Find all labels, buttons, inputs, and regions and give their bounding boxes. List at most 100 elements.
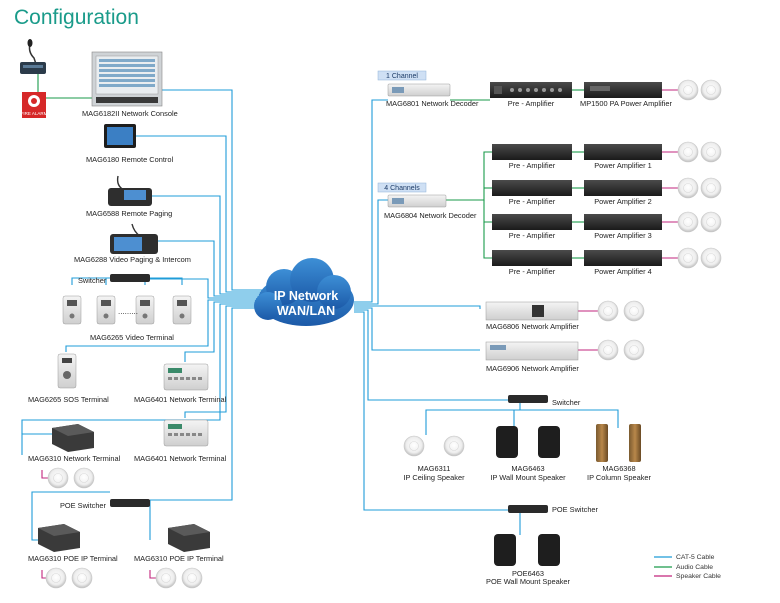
network-decoder-1 [387, 83, 451, 97]
mp1500-power-amplifier [584, 82, 662, 98]
ceiling-speaker-ring [706, 183, 716, 193]
video-paging-station [110, 223, 158, 254]
mp1500-label: MP1500 PA Power Amplifier [580, 99, 672, 108]
ceiling-speaker-ring [706, 217, 716, 227]
ip-network-cloud: IP Network WAN/LAN [254, 258, 354, 326]
network-terminal-a [163, 363, 209, 391]
ceiling-speaker-ring [683, 217, 693, 227]
preamp-label-0: Pre - Amplifier [508, 99, 555, 108]
poe-switcher-label-left: POE Switcher [60, 501, 107, 510]
wall-mount-speakers [496, 426, 560, 458]
ceiling-speaker-ring [629, 306, 639, 316]
console-label: MAG6182II Network Console [82, 109, 178, 118]
fire-alarm-icon: FIRE ALARM [21, 92, 48, 118]
poe-switcher-right [508, 505, 548, 513]
poe-terminal-2 [168, 524, 210, 552]
sos-terminal [57, 353, 77, 389]
ceiling-speaker-icon [700, 79, 722, 101]
ceiling-speaker-ring [79, 473, 89, 483]
ceiling-speaker-icon [443, 435, 465, 457]
ceiling-speaker-icon [155, 567, 177, 589]
preamp-stack [492, 144, 572, 266]
network-decoder-4 [387, 194, 447, 208]
ceiling-speaker-icon [700, 247, 722, 269]
network-console [91, 51, 163, 107]
column-speakers [596, 424, 641, 462]
fire-alarm-text: FIRE ALARM [21, 111, 48, 116]
ceiling-speaker-icon [677, 141, 699, 163]
switcher-right [508, 395, 548, 403]
ceiling-speaker-ring [161, 573, 171, 583]
remote-paging-label: MAG6588 Remote Paging [86, 209, 172, 218]
poe-terminal-2-label: MAG6310 POE IP Terminal [134, 554, 224, 563]
ceiling-speaker-ring [53, 473, 63, 483]
cloud-label-1: IP Network [274, 289, 338, 303]
poe-terminal-1-label: MAG6310 POE IP Terminal [28, 554, 118, 563]
switcher-label-right: Switcher [552, 398, 581, 407]
network-terminal-b [163, 419, 209, 447]
ceiling-speaker-model: MAG6311 [418, 464, 451, 473]
network-terminal-a-label: MAG6401 Network Terminal [134, 395, 227, 404]
ceiling-speaker-icon [597, 300, 619, 322]
gooseneck-microphone [20, 39, 46, 74]
preamp-label-2: Pre - Amplifier [509, 197, 556, 206]
wall-speaker-model: MAG6463 [511, 464, 544, 473]
legend: CAT-5 Cable Audio Cable Speaker Cable [654, 554, 721, 580]
decoder-4-label: MAG6804 Network Decoder [384, 211, 477, 220]
ceiling-speaker-ring [51, 573, 61, 583]
ceiling-speaker-ring [683, 253, 693, 263]
sos-terminal-label: MAG6265 SOS Terminal [28, 395, 109, 404]
remote-control-label: MAG6180 Remote Control [86, 155, 173, 164]
network-amplifier-6906 [485, 341, 579, 361]
ceiling-speaker-ring [629, 345, 639, 355]
ceiling-speaker-ring [603, 345, 613, 355]
ceiling-speaker-ring [449, 441, 459, 451]
column-speaker-name: IP Column Speaker [587, 473, 651, 482]
mag6310-terminal-label: MAG6310 Network Terminal [28, 454, 121, 463]
video-paging-label: MAG6288 Video Paging & Intercom [74, 255, 191, 264]
video-terminals: ......... [62, 295, 192, 325]
ceiling-speaker-icon [403, 435, 425, 457]
remote-paging-station [108, 175, 152, 206]
power-amp-label-2: Power Amplifier 2 [594, 197, 652, 206]
cloud-label-2: WAN/LAN [277, 304, 335, 318]
ceiling-speaker-name: IP Ceiling Speaker [403, 473, 465, 482]
ceiling-speaker-ring [683, 85, 693, 95]
network-amplifier-6806 [485, 301, 579, 321]
ceiling-speaker-icon [47, 467, 69, 489]
preamp-label-1: Pre - Amplifier [509, 161, 556, 170]
ceiling-speaker-icon [45, 567, 67, 589]
ceiling-speaker-icon [700, 177, 722, 199]
cat5-cables [21, 89, 619, 541]
legend-label-1: Audio Cable [676, 564, 713, 571]
net-amp-2-label: MAG6906 Network Amplifier [486, 364, 579, 373]
ceiling-speaker-group [45, 79, 722, 589]
poe-wall-speakers [494, 534, 560, 566]
ceiling-speaker-icon [73, 467, 95, 489]
one-channel-tag [377, 70, 427, 81]
ceiling-speaker-icon [700, 141, 722, 163]
switcher-label-left: Switcher [78, 276, 107, 285]
ceiling-speaker-icon [71, 567, 93, 589]
page-title: Configuration [14, 6, 139, 29]
video-terminal-label: MAG6265 Video Terminal [90, 333, 174, 342]
power-amp-stack [584, 144, 662, 266]
poe-switcher-left [110, 499, 150, 507]
ceiling-speaker-icon [700, 211, 722, 233]
ceiling-speaker-ring [409, 441, 419, 451]
wall-speaker-name: IP Wall Mount Speaker [490, 473, 566, 482]
one-channel-tag-text: 1 Channel [386, 73, 418, 80]
ceiling-speaker-ring [706, 85, 716, 95]
decoder-1-label: MAG6801 Network Decoder [386, 99, 479, 108]
ceiling-speaker-icon [677, 177, 699, 199]
network-terminal-b-label: MAG6401 Network Terminal [134, 454, 227, 463]
preamp-label-3: Pre - Amplifier [509, 231, 556, 240]
ceiling-speaker-ring [683, 147, 693, 157]
pre-amplifier-1-ch [490, 82, 572, 98]
ceiling-speaker-ring [706, 147, 716, 157]
legend-label-0: CAT-5 Cable [676, 554, 715, 561]
svg-text:.........: ......... [118, 307, 138, 316]
ceiling-speaker-ring [603, 306, 613, 316]
ceiling-speaker-icon [677, 79, 699, 101]
